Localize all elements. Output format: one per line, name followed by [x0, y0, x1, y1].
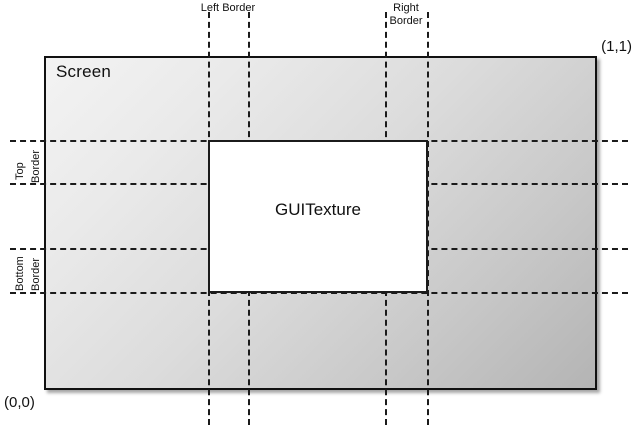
guitexture-label: GUITexture: [275, 200, 361, 219]
label-right-border-line2: Border: [389, 15, 423, 27]
coord-top-right: (1,1): [601, 38, 632, 55]
label-top-border-line2: Border: [30, 149, 42, 183]
label-bottom-border-line2: Border: [30, 257, 42, 291]
coord-bottom-left: (0,0): [4, 394, 35, 411]
label-right-border-line1: Right: [393, 2, 419, 14]
vline-right-border-outer: [427, 12, 429, 425]
label-left-border-line2: Border: [222, 2, 256, 14]
label-top-border-line1: Top: [14, 162, 26, 180]
label-bottom-border-line1: Bottom: [14, 256, 26, 291]
label-left-border-line1: Left: [200, 2, 220, 14]
label-left-border: Left Border: [198, 2, 258, 15]
label-right-border: Right Border: [376, 2, 436, 28]
hline-bottom-border-outer: [10, 292, 628, 294]
guitexture-rectangle: [208, 140, 428, 293]
screen-label: Screen: [56, 62, 112, 81]
